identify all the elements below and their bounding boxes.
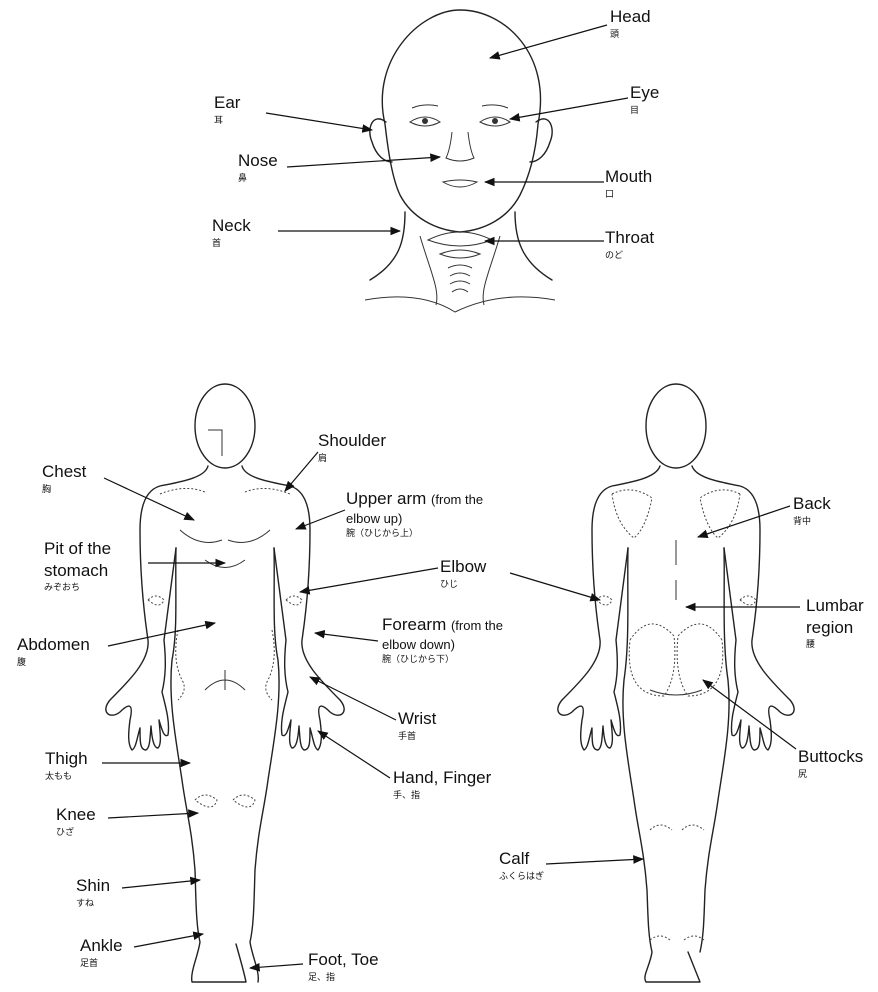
label-lumbar-region: Lumbar region 腰 xyxy=(806,597,864,651)
label-pit-of-stomach: Pit of the stomach みぞおち xyxy=(44,540,111,594)
label-foot-toe: Foot, Toe 足、指 xyxy=(308,951,379,984)
arrow-elbow-back xyxy=(510,573,600,600)
arrow-eye xyxy=(510,98,628,119)
arrow-wrist xyxy=(310,677,396,720)
head-figure xyxy=(365,10,555,312)
label-neck: Neck 首 xyxy=(212,217,251,250)
arrow-abdomen xyxy=(108,623,215,646)
label-shoulder: Shoulder 肩 xyxy=(318,432,386,465)
label-buttocks: Buttocks 尻 xyxy=(798,748,863,781)
label-shin: Shin すね xyxy=(76,877,110,910)
arrow-upper-arm xyxy=(296,510,345,529)
label-hand-finger: Hand, Finger 手、指 xyxy=(393,769,491,802)
label-wrist: Wrist 手首 xyxy=(398,710,436,743)
arrow-elbow xyxy=(300,568,438,592)
arrow-head xyxy=(490,25,607,58)
label-chest: Chest 胸 xyxy=(42,463,86,496)
arrow-shin xyxy=(122,880,200,888)
label-thigh: Thigh 太もも xyxy=(45,750,88,783)
label-knee: Knee ひざ xyxy=(56,806,96,839)
arrow-shoulder xyxy=(285,452,318,491)
back-body-figure xyxy=(558,384,794,982)
arrow-hand xyxy=(318,731,390,778)
label-ankle: Ankle 足首 xyxy=(80,937,123,970)
arrow-back xyxy=(698,506,790,537)
label-abdomen: Abdomen 腹 xyxy=(17,636,90,669)
label-nose: Nose 鼻 xyxy=(238,152,278,185)
arrow-knee xyxy=(108,813,198,818)
label-forearm: Forearm (from the elbow down) 腕（ひじから下） xyxy=(382,616,503,666)
label-mouth: Mouth 口 xyxy=(605,168,652,201)
label-ear: Ear 耳 xyxy=(214,94,240,127)
arrow-ankle xyxy=(134,934,203,947)
arrow-calf xyxy=(546,859,643,864)
label-calf: Calf ふくらはぎ xyxy=(499,850,544,883)
label-back: Back 背中 xyxy=(793,495,831,528)
label-throat: Throat のど xyxy=(605,229,654,262)
label-head: Head 頭 xyxy=(610,8,651,41)
arrow-chest xyxy=(104,478,194,520)
arrow-foot xyxy=(250,964,303,968)
label-eye: Eye 目 xyxy=(630,84,659,117)
front-body-figure xyxy=(106,384,344,982)
label-elbow: Elbow ひじ xyxy=(440,558,486,591)
arrow-ear xyxy=(266,113,372,130)
label-upper-arm: Upper arm (from the elbow up) 腕（ひじから上） xyxy=(346,490,483,540)
arrow-nose xyxy=(287,157,440,167)
arrow-forearm xyxy=(315,633,378,641)
